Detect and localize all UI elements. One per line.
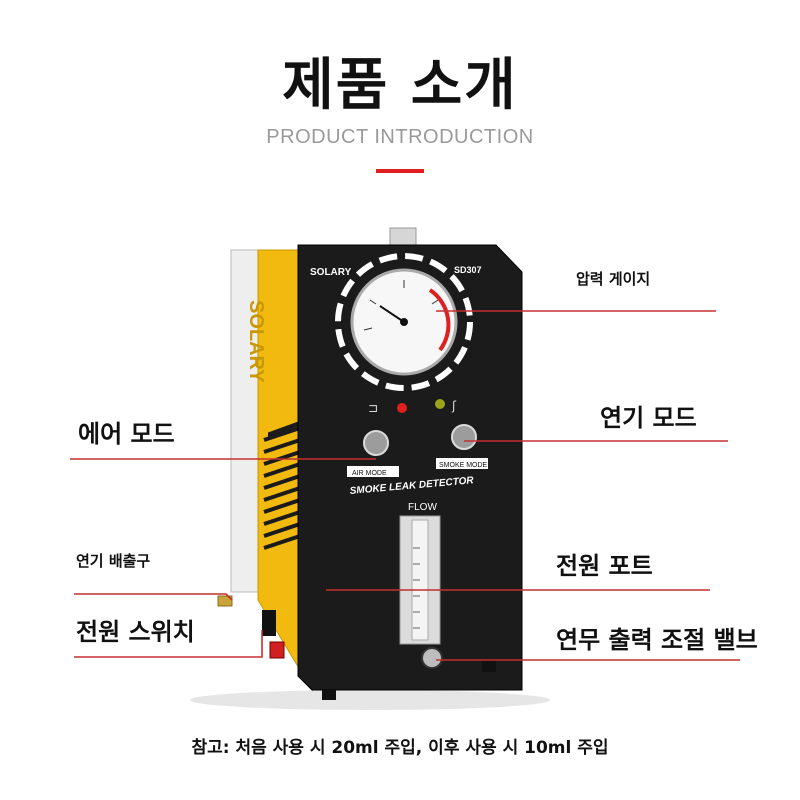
flow-label: FLOW xyxy=(408,502,437,513)
power-switch xyxy=(269,641,285,659)
smoke-mode-label: SMOKE MODE xyxy=(439,462,488,469)
brand-label: SOLARY xyxy=(310,267,352,278)
smoke-indicator-light xyxy=(435,399,445,409)
gauge-needle xyxy=(379,305,405,323)
plug-icon: ⊐ xyxy=(368,401,378,415)
callout-pressure-gauge: 압력 게이지 xyxy=(576,270,651,288)
smoke-mode-button xyxy=(451,424,477,450)
callout-air-mode: 에어 모드 xyxy=(78,420,175,448)
front-panel xyxy=(297,244,523,691)
callout-smoke-mode: 연기 모드 xyxy=(600,404,697,432)
air-mode-button xyxy=(363,430,389,456)
power-port xyxy=(262,610,276,636)
callout-smoke-outlet: 연기 배출구 xyxy=(76,552,151,570)
air-indicator-light xyxy=(397,403,407,413)
page-title: 제품 소개 xyxy=(282,53,518,118)
smoke-outlet-fitting xyxy=(217,595,233,607)
callout-power-switch: 전원 스위치 xyxy=(76,618,195,646)
callout-smoke-valve: 연무 출력 조절 밸브 xyxy=(556,626,758,654)
smoke-valve-knob xyxy=(421,647,443,669)
callout-leader-lines xyxy=(70,310,740,661)
callout-power-port: 전원 포트 xyxy=(556,552,653,580)
thermometer-icon: ʃ xyxy=(451,399,457,413)
page-subtitle: PRODUCT INTRODUCTION xyxy=(266,126,534,148)
usage-note: 참고: 처음 사용 시 20ml 주입, 이후 사용 시 10ml 주입 xyxy=(191,738,609,758)
side-brand-text: SOLARY xyxy=(245,300,267,383)
title-accent-bar xyxy=(376,169,424,173)
side-vents xyxy=(268,419,304,438)
model-label: SD307 xyxy=(454,265,482,275)
air-mode-label: AIR MODE xyxy=(352,470,387,477)
